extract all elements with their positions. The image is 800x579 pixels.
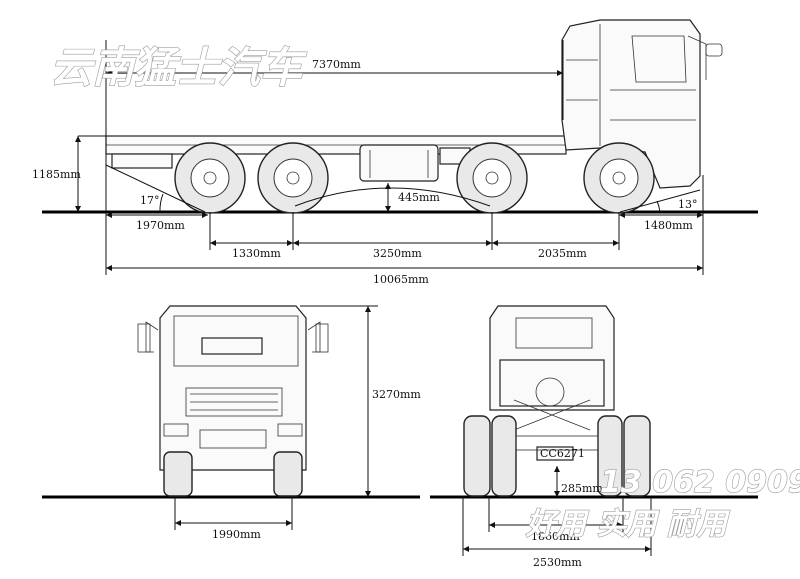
side-view: 7370mm 1185mm 17° 13° 445mm 1970mm 1330m…	[32, 19, 758, 286]
side-wheel-1	[174, 142, 246, 214]
dim-rear-overhang: 1970mm	[136, 219, 185, 232]
front-plate-box	[201, 337, 263, 355]
departure-angle-label: 13°	[678, 198, 698, 211]
rear-bumper	[111, 153, 173, 169]
front-view: 3270mm 1990mm	[42, 305, 421, 541]
rear-plate-number: CC6271	[540, 447, 585, 460]
watermark-phone: 13 062 0909	[600, 465, 800, 500]
dim-wheelbase-2: 3250mm	[373, 247, 422, 260]
side-wheel-3	[456, 142, 528, 214]
dim-rear-track: 1860mm	[531, 530, 580, 543]
watermark-brand: 云南猛士汽车	[50, 43, 307, 92]
dim-height: 3270mm	[372, 388, 421, 401]
rear-view: CC6271 285mm 1860mm 2530mm	[430, 305, 758, 569]
dim-wheelbase-3: 2035mm	[538, 247, 587, 260]
front-angle-line	[619, 189, 701, 213]
dim-wheelbase-1: 1330mm	[232, 247, 281, 260]
approach-angle-label: 17°	[140, 194, 160, 207]
side-wheel-4	[583, 142, 655, 214]
watermark-slogan: 好用 实用 耐用	[525, 507, 731, 542]
rear-angle-line	[105, 164, 206, 213]
dim-min-clearance: 285mm	[561, 482, 603, 495]
dim-front-height: 1185mm	[32, 168, 81, 181]
fuel-tank	[359, 144, 439, 182]
dim-front-track: 1990mm	[212, 528, 261, 541]
dim-overall-length: 7370mm	[312, 58, 361, 71]
dim-ground-clearance: 445mm	[398, 191, 440, 204]
dim-overall-width: 2530mm	[533, 556, 582, 569]
truck-cab	[561, 19, 723, 189]
rear-truck-body: CC6271	[463, 305, 651, 497]
dim-front-overhang: 1480mm	[644, 219, 693, 232]
side-wheel-2	[257, 142, 329, 214]
dim-total-length: 10065mm	[373, 273, 429, 286]
front-truck-body	[137, 305, 329, 497]
